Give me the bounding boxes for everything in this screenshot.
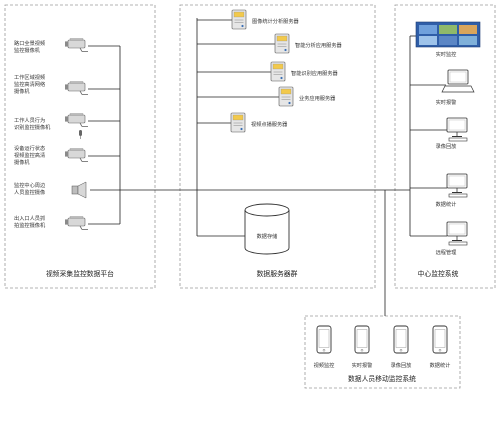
server-4: 业务应用服务器 [278,86,336,107]
phone-label: 数据统计 [430,361,451,369]
server-icon [231,9,247,30]
server-label: 智能识别应用服务器 [291,69,339,77]
camera-label: 路口全景视频 监控摄像机 [14,39,47,54]
camera-label: 设备运行状态 视频监控高清 摄像机 [14,144,47,166]
phone-icon [393,325,409,354]
phone-icon [316,325,332,354]
server-icon [278,86,294,107]
video-wall-icon [415,21,481,48]
camera-icon [64,113,89,127]
desktop-icon [446,117,468,142]
data-storage: 数据存储 [244,203,290,255]
center-zone [179,4,376,289]
desktop-icon [446,173,468,198]
mobile-phone-2: 实时报警 [352,325,373,369]
server-icon [270,61,286,82]
terminal-video-wall: 实时监控 [415,21,481,58]
phone-icon [354,325,370,354]
desktop-icon [446,221,468,246]
left-zone [4,4,156,289]
connection-lines [88,18,447,316]
microphone-icon [79,130,82,139]
camera-icon [64,81,89,95]
server-3: 智能识别应用服务器 [270,61,339,82]
mobile-zone [304,315,461,389]
camera-label: 出入口人员抓 拍监控摄像机 [14,214,47,229]
phone-label: 实时报警 [352,361,373,369]
camera-3: 工作人员行为 识别监控摄像机 [14,113,89,139]
terminal-desktop-2: 数据统计 [436,173,468,208]
server-label: 业务应用服务器 [299,94,336,102]
camera-6: 出入口人员抓 拍监控摄像机 [14,214,89,230]
camera-icon [64,216,89,230]
camera-icon [64,38,89,52]
server-label: 图像统计分析服务器 [252,17,300,25]
camera-icon [64,148,89,162]
server-1: 图像统计分析服务器 [231,9,300,30]
camera-2: 工作区域视频 监控高清网络 摄像机 [14,73,89,95]
camera-4: 设备运行状态 视频监控高清 摄像机 [14,144,89,166]
right-zone [394,4,496,289]
mobile-zone-title: 数据人员移动监控系统 [348,374,416,383]
camera-label: 工作人员行为 识别监控摄像机 [14,116,51,131]
terminal-label: 数据统计 [436,200,457,208]
database-icon [244,203,290,255]
terminal-label: 实时报警 [436,98,457,106]
mobile-phone-3: 录像回放 [391,325,413,369]
speaker-icon [71,181,87,199]
camera-label: 监控中心周边 人员监控摄像 [14,181,47,196]
server-label: 智能分析应用服务器 [295,41,343,49]
phone-icon [432,325,448,354]
terminal-desktop-3: 远程管理 [436,221,468,256]
right-zone-title: 中心监控系统 [418,269,459,278]
terminal-label: 实时监控 [436,50,457,58]
terminal-desktop-1: 录像回放 [436,117,468,150]
phone-label: 视频监控 [314,361,335,369]
left-zone-title: 视频采集监控数据平台 [46,269,114,278]
camera-label: 工作区域视频 监控高清网络 摄像机 [14,73,47,95]
terminal-label: 录像回放 [436,142,458,150]
center-zone-title: 数据服务器群 [257,269,298,278]
server-icon [230,112,246,133]
phone-label: 录像回放 [391,361,413,369]
server-2: 智能分析应用服务器 [274,33,343,54]
mobile-phone-4: 数据统计 [430,325,451,369]
mobile-phone-1: 视频监控 [314,325,335,369]
camera-1: 路口全景视频 监控摄像机 [14,38,89,54]
storage-label: 数据存储 [257,232,278,240]
server-icon [274,33,290,54]
terminal-laptop: 实时报警 [436,69,475,106]
server-label: 视频点播服务器 [251,120,288,128]
camera-5: 监控中心周边 人员监控摄像 [14,181,87,199]
laptop-icon [441,69,475,93]
terminal-label: 远程管理 [436,248,458,256]
server-5: 视频点播服务器 [230,112,288,133]
